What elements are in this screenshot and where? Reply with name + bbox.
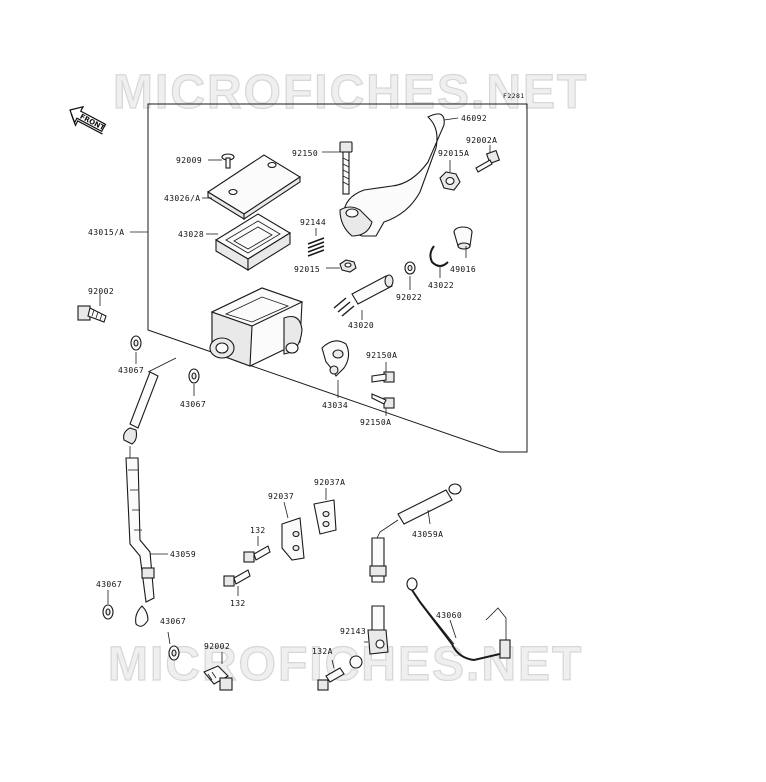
washer-43067-c-part xyxy=(102,590,114,620)
bracket-92037A-part xyxy=(313,488,337,535)
figure-code: F2281 xyxy=(503,92,525,100)
brake-hose-43059-part xyxy=(123,371,168,627)
bolt-92002-bottom-part xyxy=(203,652,233,691)
washer-92022-part xyxy=(404,261,416,290)
label-43015A: 43015/A xyxy=(88,228,125,237)
label-92150: 92150 xyxy=(292,149,318,158)
watermark-outline-top: MICROFICHES.NET xyxy=(113,66,588,119)
label-92150A-top: 92150A xyxy=(366,351,397,360)
label-92022: 92022 xyxy=(396,293,422,302)
label-43060: 43060 xyxy=(436,611,462,620)
label-49016: 49016 xyxy=(450,265,476,274)
label-43059: 43059 xyxy=(170,550,196,559)
brake-hose-43059A-part xyxy=(369,483,462,583)
label-92144: 92144 xyxy=(300,218,326,227)
bolt-132A-part xyxy=(317,659,345,691)
bolt-92002A-part xyxy=(475,145,501,173)
label-132-b: 132 xyxy=(230,599,246,608)
watermark-top: MICROFICHES.NET MICROFICHES.NET xyxy=(112,65,588,119)
brake-pipe-43060-part xyxy=(406,577,511,662)
bolt-132-b-part xyxy=(223,569,251,596)
label-132-a: 132 xyxy=(250,526,266,535)
label-92015A: 92015A xyxy=(438,149,469,158)
label-43034: 43034 xyxy=(322,401,348,410)
piston-43020-part xyxy=(333,274,394,320)
spring-92144-part xyxy=(307,228,325,257)
label-92002-top: 92002 xyxy=(88,287,114,296)
diaphragm-part xyxy=(206,213,292,271)
bracket-92037-part xyxy=(281,501,305,561)
bolt-92150-part xyxy=(322,141,353,195)
nut-92015A-part xyxy=(439,160,461,191)
watermark-text-top: MICROFICHES.NET xyxy=(113,66,588,119)
label-92037A: 92037A xyxy=(314,478,345,487)
bolt-92150A-upper-part xyxy=(371,362,395,383)
label-43067-a: 43067 xyxy=(118,366,144,375)
label-92037: 92037 xyxy=(268,492,294,501)
label-46092: 46092 xyxy=(461,114,487,123)
label-92015: 92015 xyxy=(294,265,320,274)
washer-43067-a-part xyxy=(130,335,142,364)
label-92009: 92009 xyxy=(176,156,202,165)
brake-lever-part xyxy=(339,113,459,237)
washer-43067-b-part xyxy=(188,368,200,396)
reservoir-cover-part xyxy=(202,154,302,221)
bolt-92002-top-part xyxy=(77,294,107,323)
label-43059A: 43059A xyxy=(412,530,443,539)
master-cylinder-body-part xyxy=(209,287,304,367)
assembly-frame xyxy=(147,103,528,453)
front-arrow-icon: FRONT xyxy=(69,105,107,135)
label-43067-b: 43067 xyxy=(180,400,206,409)
circlip-43022-part xyxy=(429,245,449,278)
watermark-outline-bottom: MICROFICHES.NET xyxy=(108,638,583,691)
bolt-132-a-part xyxy=(243,536,271,563)
label-92002A: 92002A xyxy=(466,136,497,145)
label-43028: 43028 xyxy=(178,230,204,239)
bushing-49016-part xyxy=(453,226,473,258)
washer-43067-d-part xyxy=(167,631,180,661)
label-92143: 92143 xyxy=(340,627,366,636)
label-43022: 43022 xyxy=(428,281,454,290)
nut-92015-part xyxy=(326,259,357,273)
fitting-92143-part xyxy=(349,605,389,669)
watermark-bottom: MICROFICHES.NET MICROFICHES.NET xyxy=(107,637,583,691)
label-132A: 132A xyxy=(312,647,333,656)
label-43067-d: 43067 xyxy=(160,617,186,626)
label-43020: 43020 xyxy=(348,321,374,330)
label-43067-c: 43067 xyxy=(96,580,122,589)
label-92002-bottom: 92002 xyxy=(204,642,230,651)
bolt-92150A-lower-part xyxy=(371,393,395,416)
screw-92009-part xyxy=(208,153,235,169)
clamp-43034-part xyxy=(321,340,350,398)
label-92150A-bottom: 92150A xyxy=(360,418,391,427)
label-43026A: 43026/A xyxy=(164,194,201,203)
